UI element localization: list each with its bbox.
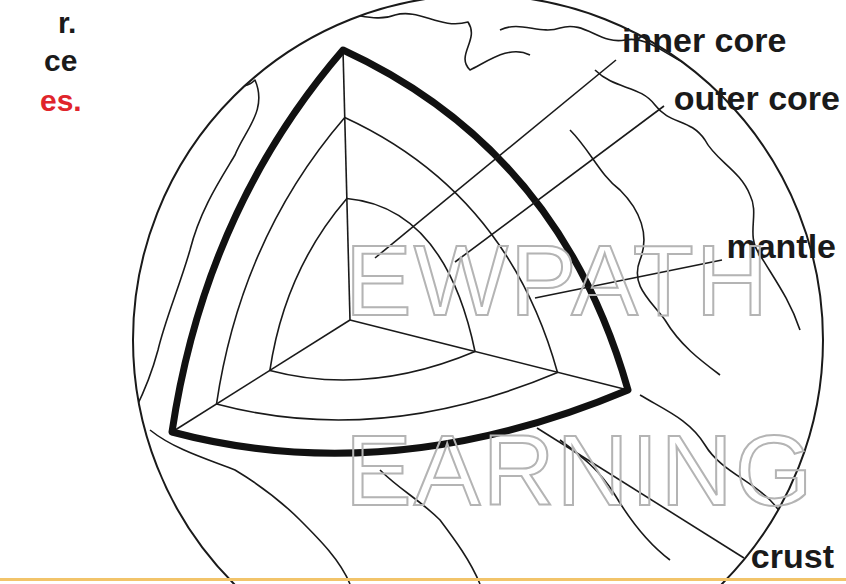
cut-text: ce [44, 44, 77, 77]
layer-label: inner core [622, 22, 786, 59]
cut-text: r. [58, 6, 76, 39]
watermark: EWPATH [345, 230, 770, 330]
bottom-rule [0, 578, 846, 581]
layer-label: outer core [674, 80, 840, 117]
layer-label: crust [751, 538, 834, 575]
cut-text: es. [40, 84, 82, 117]
watermark: EARNING [345, 420, 815, 520]
